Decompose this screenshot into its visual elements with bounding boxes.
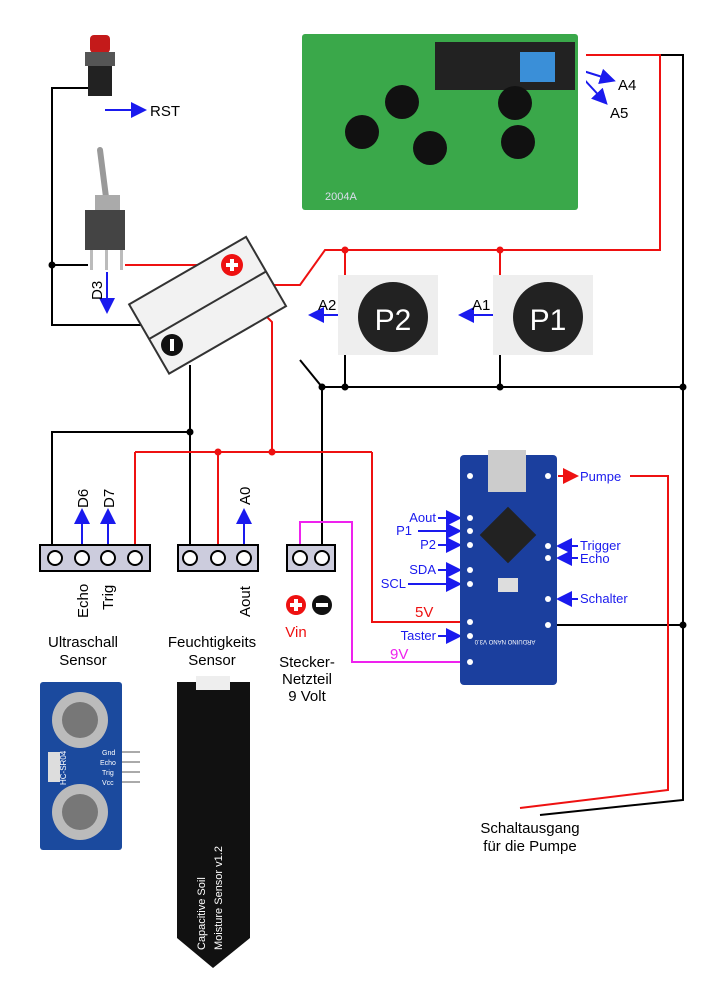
psu-title: Stecker- bbox=[279, 654, 335, 671]
soil-moisture-sensor: Capacitive Soil Moisture Sensor v1.2 bbox=[177, 676, 250, 968]
pin-label-sda: SDA bbox=[409, 562, 436, 577]
lcd-model-text: 2004A bbox=[325, 191, 357, 203]
p1-label: P1 bbox=[530, 304, 567, 337]
trig-label: Trig bbox=[100, 585, 117, 610]
hcsr04-text: HC-SR04 bbox=[59, 750, 68, 785]
a5-label: A5 bbox=[610, 105, 628, 122]
signal-arrows bbox=[74, 68, 616, 644]
hc-pin-echo: Echo bbox=[100, 760, 116, 767]
output-title: Schaltausgang bbox=[480, 820, 579, 837]
pin-label-p2: P2 bbox=[420, 537, 436, 552]
psu-title-2: Netzteil bbox=[282, 671, 332, 688]
junction-dots-black bbox=[48, 261, 687, 629]
a2-label: A2 bbox=[318, 297, 336, 314]
hc-pin-vcc: Vcc bbox=[102, 780, 114, 787]
battery-pack bbox=[127, 235, 288, 376]
rst-label: RST bbox=[150, 103, 180, 120]
vin-label: Vin bbox=[285, 624, 306, 641]
a1-label: A1 bbox=[472, 297, 490, 314]
pin-label-taster: Taster bbox=[401, 628, 437, 643]
moisture-title: Feuchtigkeits bbox=[168, 634, 256, 651]
nano-pin-labels: Aout P1 P2 SDA SCL Taster Pumpe Trigger … bbox=[381, 469, 629, 643]
pin-label-p1: P1 bbox=[396, 523, 412, 538]
junction-dots-red bbox=[214, 246, 504, 456]
a0-label: A0 bbox=[237, 487, 254, 505]
pin-label-echo: Echo bbox=[580, 551, 610, 566]
plus-icon bbox=[286, 595, 306, 615]
hcsr04-pin-labels: Gnd Echo Trig Vcc bbox=[100, 750, 116, 787]
d3-label: D3 bbox=[89, 281, 106, 300]
plus-icon bbox=[221, 254, 243, 276]
hc-pin-trig: Trig bbox=[102, 770, 114, 777]
magenta-wire-9v bbox=[299, 521, 470, 663]
ultrasonic-title-2: Sensor bbox=[59, 652, 107, 669]
minus-icon bbox=[161, 334, 183, 356]
pin-label-schalter: Schalter bbox=[580, 591, 628, 606]
aout-label: Aout bbox=[237, 585, 254, 617]
5v-label: 5V bbox=[415, 604, 433, 621]
psu-polarity bbox=[286, 595, 332, 615]
pin-label-aout: Aout bbox=[409, 510, 436, 525]
hc-pin-gnd: Gnd bbox=[102, 750, 115, 757]
a4-label: A4 bbox=[618, 77, 636, 94]
ultrasonic-sensor-hcsr04: HC-SR04 Gnd Echo Trig Vcc bbox=[40, 682, 140, 850]
ultrasonic-title: Ultraschall bbox=[48, 634, 118, 651]
moisture-title-2: Sensor bbox=[188, 652, 236, 669]
toggle-switch[interactable] bbox=[85, 147, 125, 270]
potentiometer-p1[interactable]: P1 bbox=[493, 275, 593, 355]
pin-label-scl: SCL bbox=[381, 576, 406, 591]
9v-label: 9V bbox=[390, 646, 408, 663]
arduino-nano: ARDUINO NANO V3.0 bbox=[460, 450, 557, 685]
potentiometer-p2[interactable]: P2 bbox=[338, 275, 438, 355]
echo-label: Echo bbox=[75, 584, 92, 618]
soil-text-1: Capacitive Soil bbox=[196, 877, 208, 950]
p2-label: P2 bbox=[375, 304, 412, 337]
d6-label: D6 bbox=[75, 489, 92, 508]
lcd-display-2004a: 2004A bbox=[298, 28, 586, 216]
labels: RST D3 A4 A5 A2 A1 D6 D7 A0 Echo Trig Ao… bbox=[48, 77, 636, 855]
soil-text-2: Moisture Sensor v1.2 bbox=[213, 846, 225, 950]
reset-push-button[interactable] bbox=[85, 35, 115, 96]
d7-label: D7 bbox=[101, 489, 118, 508]
output-title-2: für die Pumpe bbox=[483, 838, 576, 855]
psu-title-3: 9 Volt bbox=[288, 688, 326, 705]
minus-icon bbox=[312, 595, 332, 615]
pin-label-pumpe: Pumpe bbox=[580, 469, 621, 484]
terminal-screws bbox=[47, 550, 330, 566]
nano-board-text: ARDUINO NANO V3.0 bbox=[474, 638, 535, 644]
pin-label-trigger: Trigger bbox=[580, 538, 621, 553]
